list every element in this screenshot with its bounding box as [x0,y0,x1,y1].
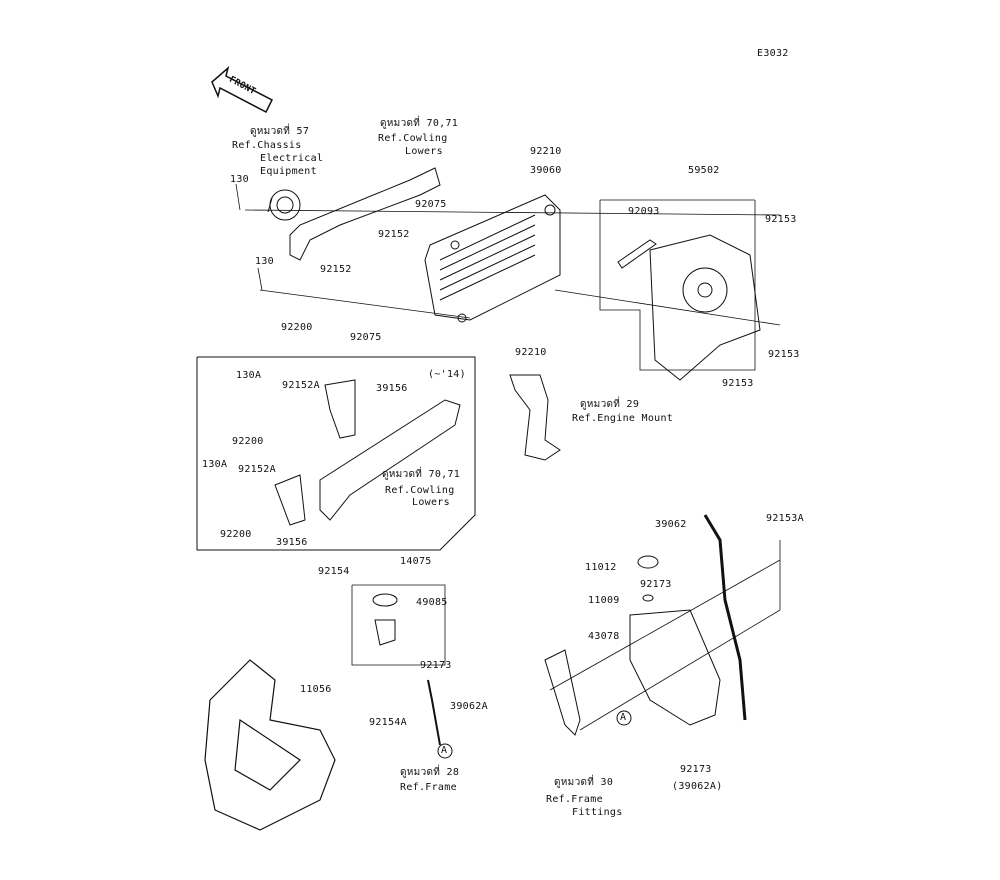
reservoir-tank-part [629,555,721,726]
radiator-part [424,194,561,323]
ref-frame-fittings-line1: Ref.Frame [546,794,603,805]
ref-engine-thai: ดูหมวดที่ 29 [580,399,640,410]
part-label[interactable]: 39062 [655,519,687,530]
callout-a-label: A [620,712,627,723]
part-label[interactable]: 92200 [220,529,252,540]
ref-chassis-thai: ดูหมวดที่ 57 [250,126,310,137]
hose-39062 [703,514,747,721]
part-label[interactable]: 92200 [281,322,313,333]
engine-mount-bracket [509,374,561,461]
radiator-cap-part [372,593,398,646]
part-label[interactable]: 92093 [628,206,660,217]
part-label[interactable]: 11012 [585,562,617,573]
ref-frame-fittings-thai: ดูหมวดที่ 30 [554,777,614,788]
part-label[interactable]: 130 [255,256,274,267]
callout-a-circle [616,710,632,726]
part-label[interactable]: 92075 [415,199,447,210]
part-label[interactable]: 92173 [640,579,672,590]
ref-frame-thai: ดูหมวดที่ 28 [400,767,460,778]
box-note: (~'14) [428,369,466,380]
ref-cowling-top-line1: Ref.Cowling [378,133,448,144]
ref-chassis-line3: Equipment [260,166,317,177]
ref-cowling-box-thai: ดูหมวดที่ 70,71 [382,469,461,480]
frame-part [204,659,336,831]
ref-frame-fittings-line2: Fittings [572,807,623,818]
part-label[interactable]: 92153A [766,513,804,524]
part-label[interactable]: 43078 [588,631,620,642]
inset-box [196,356,476,551]
part-label[interactable]: 92210 [515,347,547,358]
part-label[interactable]: 92152 [378,229,410,240]
part-label[interactable]: 39156 [376,383,408,394]
ref-engine-line1: Ref.Engine Mount [572,413,674,424]
ref-cowling-top-line2: Lowers [405,146,443,157]
part-label[interactable]: 11009 [588,595,620,606]
part-label[interactable]: 14075 [400,556,432,567]
part-label[interactable]: 92154 [318,566,350,577]
tank-bracket [544,649,581,736]
part-label[interactable]: 92152A [238,464,276,475]
part-label[interactable]: 92153 [722,378,754,389]
part-label[interactable]: 92200 [232,436,264,447]
callout-a-label: A [441,745,448,756]
fan-shroud-part [617,234,761,381]
part-label[interactable]: 92173 [420,660,452,671]
part-label[interactable]: 49085 [416,597,448,608]
part-label[interactable]: 92153 [765,214,797,225]
part-label[interactable]: 130 [230,174,249,185]
part-label[interactable]: 130A [202,459,228,470]
ref-cowling-top-thai: ดูหมวดที่ 70,71 [380,118,459,129]
part-label[interactable]: 11056 [300,684,332,695]
ref-chassis-line1: Ref.Chassis [232,140,302,151]
horn-part [267,189,301,221]
part-label[interactable]: 59502 [688,165,720,176]
part-label[interactable]: (39062A) [672,781,723,792]
front-arrow-icon [211,65,274,114]
part-label[interactable]: 92152A [282,380,320,391]
part-label[interactable]: 39060 [530,165,562,176]
part-label[interactable]: 39062A [450,701,488,712]
ref-chassis-line2: Electrical [260,153,324,164]
hose-39062a [427,679,441,746]
part-label[interactable]: 92152 [320,264,352,275]
part-label[interactable]: 92173 [680,764,712,775]
ref-frame-line1: Ref.Frame [400,782,457,793]
diagram-id: E3032 [757,48,789,59]
part-label[interactable]: 92210 [530,146,562,157]
part-label[interactable]: 92154A [369,717,407,728]
ref-cowling-box-line1: Ref.Cowling [385,485,455,496]
part-label[interactable]: 92153 [768,349,800,360]
part-label[interactable]: 39156 [276,537,308,548]
callout-a-circle [437,743,453,759]
cowling-bracket [289,167,441,261]
part-label[interactable]: 92075 [350,332,382,343]
part-label[interactable]: 130A [236,370,262,381]
box-bracket [274,379,461,526]
ref-cowling-box-line2: Lowers [412,497,450,508]
